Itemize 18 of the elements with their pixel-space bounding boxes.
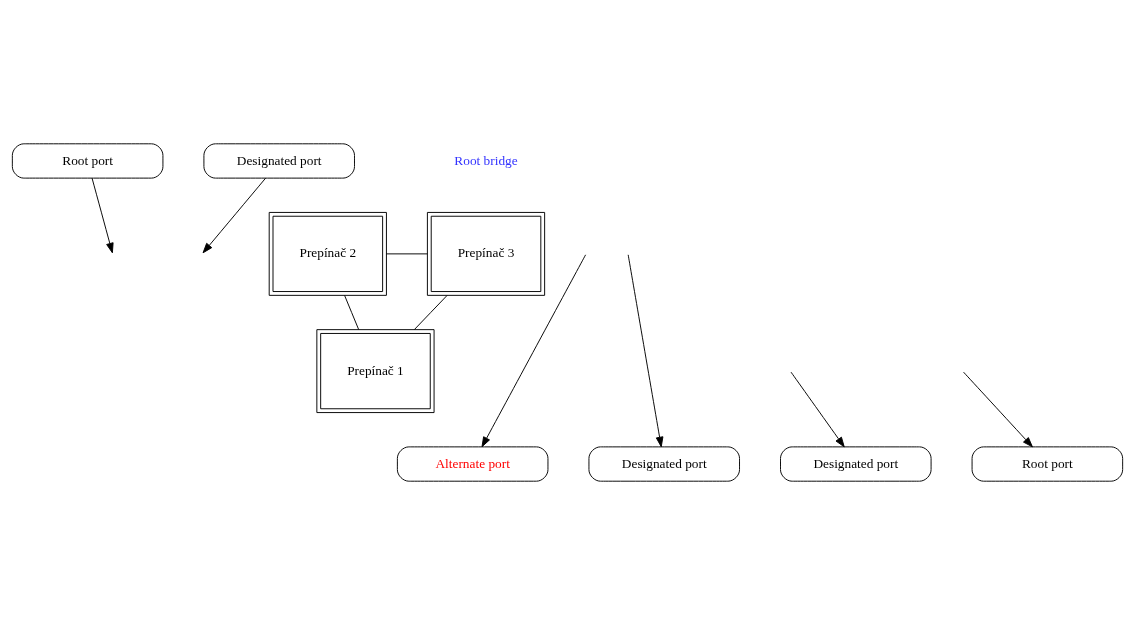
node-box: Prepínač 1 [316,329,435,414]
connector [386,253,428,255]
node-box: Prepínač 3 [426,211,546,296]
arrow [91,177,114,254]
node-box: Designated port [203,143,355,179]
node-label: Root bridge [454,152,518,168]
connector [414,295,448,330]
node-box: Root port [971,446,1124,482]
node-box: Designated port [780,446,932,482]
connector [344,295,360,330]
arrow [202,177,267,254]
arrow [627,254,664,448]
node-box: Alternate port [396,446,549,482]
arrow [481,254,587,448]
node-box: Designated port [588,446,740,482]
node-box: Root port [11,143,164,179]
arrow [790,371,845,448]
arrow [963,371,1033,448]
